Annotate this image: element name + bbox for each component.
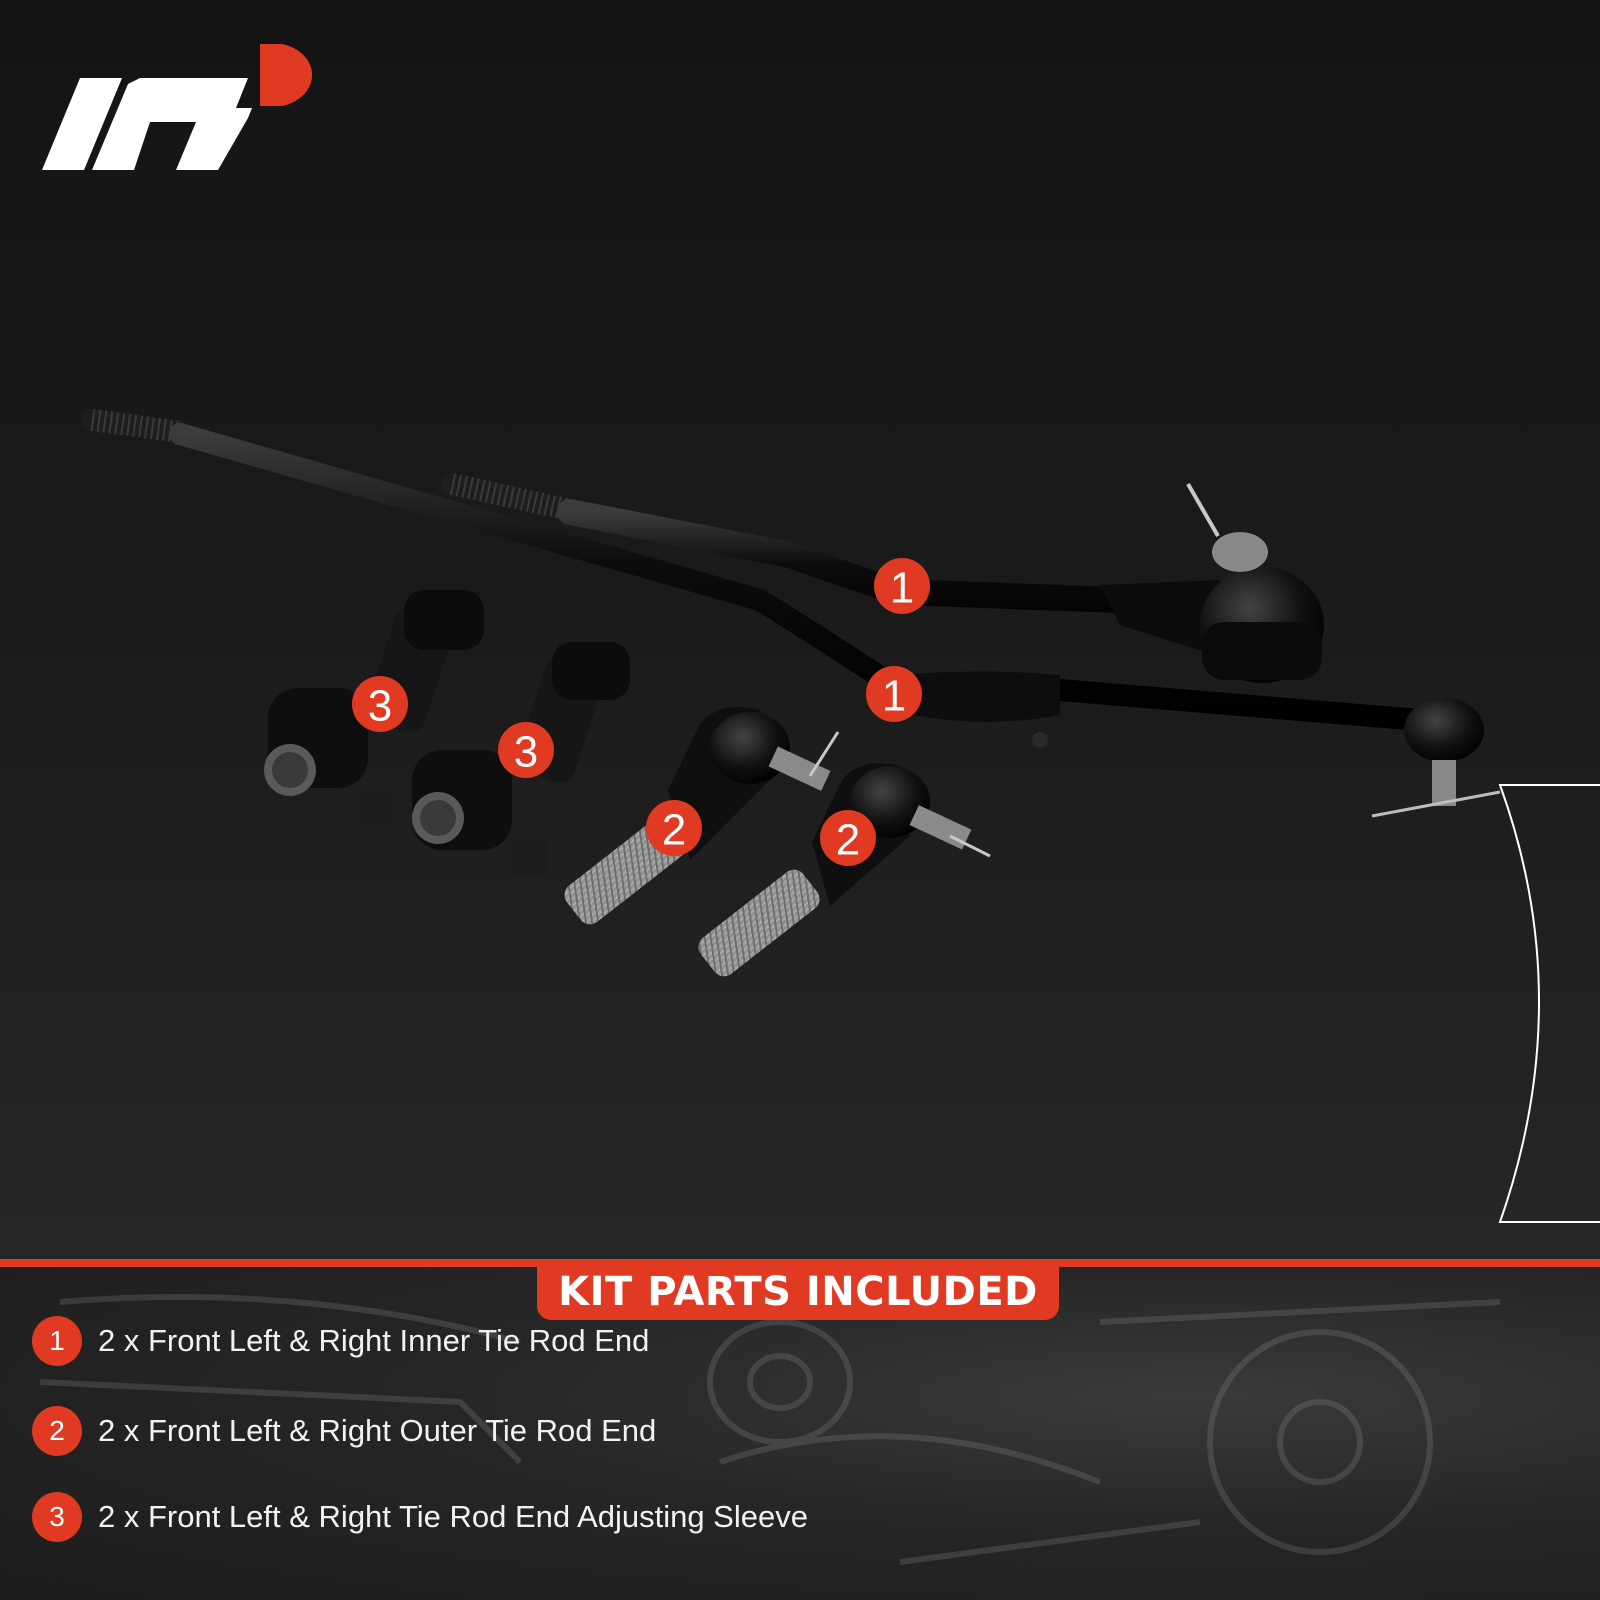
- adjusting-sleeve-a: [264, 590, 502, 826]
- callout-number: 1: [890, 564, 914, 613]
- callout-number: 2: [836, 816, 860, 865]
- vehicle-underside-background: [39, 1294, 1501, 1565]
- part-description: 2 x Front Left & Right Inner Tie Rod End: [98, 1323, 650, 1358]
- callout-number: 3: [514, 728, 538, 777]
- decorative-bracket: [1498, 784, 1600, 1223]
- callout-number: 3: [368, 682, 392, 731]
- part-description: 2 x Front Left & Right Outer Tie Rod End: [98, 1413, 657, 1448]
- brand-logo: [42, 44, 313, 170]
- part-description: 2 x Front Left & Right Tie Rod End Adjus…: [98, 1499, 808, 1534]
- section-divider: [0, 1259, 1600, 1267]
- list-item: 2 2 x Front Left & Right Outer Tie Rod E…: [32, 1406, 656, 1456]
- callout-badge-1a: 1: [874, 558, 930, 614]
- callout-number: 2: [662, 806, 686, 855]
- part-number-badge: 1: [32, 1316, 82, 1366]
- list-item: 3 2 x Front Left & Right Tie Rod End Adj…: [32, 1492, 808, 1542]
- list-item: 1 2 x Front Left & Right Inner Tie Rod E…: [32, 1316, 649, 1366]
- product-illustration: 1 1 2 2 3 3: [42, 44, 1600, 1223]
- part-number-badge: 2: [32, 1406, 82, 1456]
- callout-badge-3a: 3: [352, 676, 408, 732]
- callout-badge-3b: 3: [498, 722, 554, 778]
- callout-badge-2b: 2: [820, 810, 876, 866]
- part-number-badge: 3: [32, 1492, 82, 1542]
- kit-parts-heading: KIT PARTS INCLUDED: [537, 1264, 1059, 1320]
- callout-badge-1b: 1: [866, 666, 922, 722]
- callout-badge-2a: 2: [646, 800, 702, 856]
- callout-number: 1: [882, 672, 906, 721]
